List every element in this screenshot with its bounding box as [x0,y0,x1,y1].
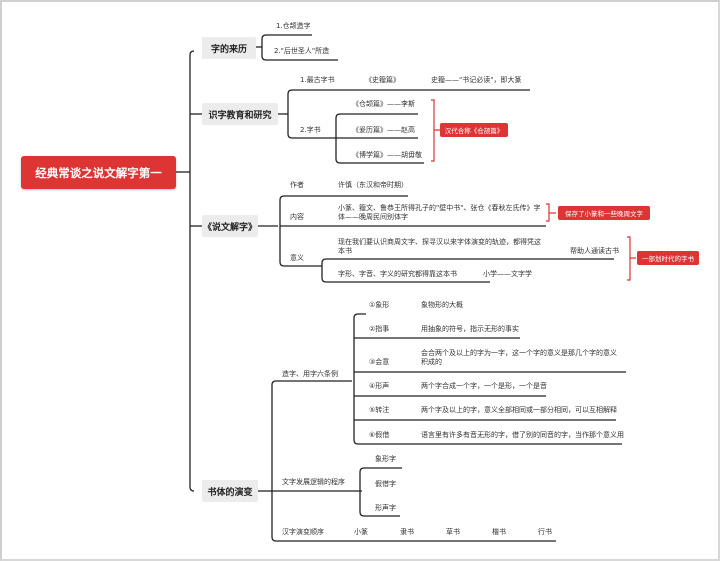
sequence-item-1[interactable]: 小篆 [354,528,368,536]
sequence-item-3[interactable]: 草书 [446,528,460,536]
note-books[interactable]: 汉代合称《仓颉篇》 [440,123,508,137]
sequence-item-2[interactable]: 隶书 [400,528,414,536]
logic-label[interactable]: 文字发展逻辑的程序 [282,478,345,486]
author-label[interactable]: 作者 [290,181,304,189]
content-value[interactable]: 小篆、籀文、鲁恭王所得孔子的"壁中书"、张仓《春秋左氏传》字体——晚周民间别体字 [338,204,541,221]
sequence-label[interactable]: 汉字演变顺序 [282,528,324,536]
meaning-item-2-extra[interactable]: 小学——文字学 [483,270,532,278]
meaning-item-2[interactable]: 字形、字音、字义的研究都得靠这本书 [338,270,457,278]
book-item-3[interactable]: 《博学篇》——胡毋敬 [352,151,422,159]
rule-4-name[interactable]: ④形声 [369,382,390,390]
rule-5-desc[interactable]: 两个字及以上的字，意义全部相同或一部分相同，可以互相解释 [421,406,617,414]
sequence-item-4[interactable]: 楷书 [492,528,506,536]
logic-item-1[interactable]: 象形字 [375,455,396,463]
rule-2-desc[interactable]: 用抽象的符号，指示无形的事实 [421,325,519,333]
logic-item-2[interactable]: 假借字 [375,480,396,488]
note-content[interactable]: 保存了小篆和一些晚周文字 [558,206,650,220]
books-label[interactable]: 2.字书 [300,126,321,134]
rule-4-desc[interactable]: 两个字合成一个字，一个是形，一个是音 [421,382,547,390]
rule-1-name[interactable]: ①象形 [369,301,390,309]
origin-item-2[interactable]: 2."后世圣人"所造 [274,47,330,55]
note-meaning[interactable]: 一部划时代的字书 [637,251,699,265]
earliest-label[interactable]: 1.最古字书 [300,76,335,84]
rule-3-desc[interactable]: 会合两个及以上的字为一字，这一个字的意义是那几个字的意义积成的 [421,349,617,366]
topic-origin[interactable]: 字的来历 [202,37,256,59]
connector-trunk [189,50,195,492]
bracket-books [431,99,440,162]
rule-3-name[interactable]: ③会意 [369,358,390,366]
book-item-1[interactable]: 《仓颉篇》——李斯 [352,100,415,108]
rule-1-desc[interactable]: 象物形的大概 [421,301,463,309]
meaning-label[interactable]: 意义 [290,254,304,262]
author-value[interactable]: 许慎（东汉和帝时期） [338,181,408,189]
bracket-meaning [627,236,636,281]
earliest-book[interactable]: 《史籀篇》 [365,76,400,84]
book-item-2[interactable]: 《爰历篇》——赵高 [352,126,415,134]
content-label[interactable]: 内容 [290,213,304,221]
six-rules-label[interactable]: 造字、用字六条例 [282,370,338,378]
bracket-content [546,203,556,222]
rule-5-name[interactable]: ⑤转注 [369,406,390,414]
origin-item-1[interactable]: 1.仓颉造字 [276,22,311,30]
root-topic[interactable]: 经典常谈之说文解字第一 [21,156,176,189]
topic-education[interactable]: 识字教育和研究 [202,103,278,125]
earliest-desc[interactable]: 史籀——"书记必读"，即大篆 [431,76,522,84]
rule-6-name[interactable]: ⑥假借 [369,431,390,439]
topic-shuowen[interactable]: 《说文解字》 [202,215,258,237]
meaning-item-1[interactable]: 现在我们要认识商周文字、探寻汉以来字体演变的轨迹，都得凭这本书 [338,238,541,255]
sequence-item-5[interactable]: 行书 [538,528,552,536]
topic-evolution[interactable]: 书体的演变 [202,480,258,502]
logic-item-3[interactable]: 形声字 [375,504,396,512]
rule-2-name[interactable]: ②指事 [369,325,390,333]
rule-6-desc[interactable]: 语言里有许多有音无形的字，借了别的同音的字，当作那个意义用 [421,431,624,439]
meaning-item-1-extra[interactable]: 帮助人通读古书 [570,247,619,255]
